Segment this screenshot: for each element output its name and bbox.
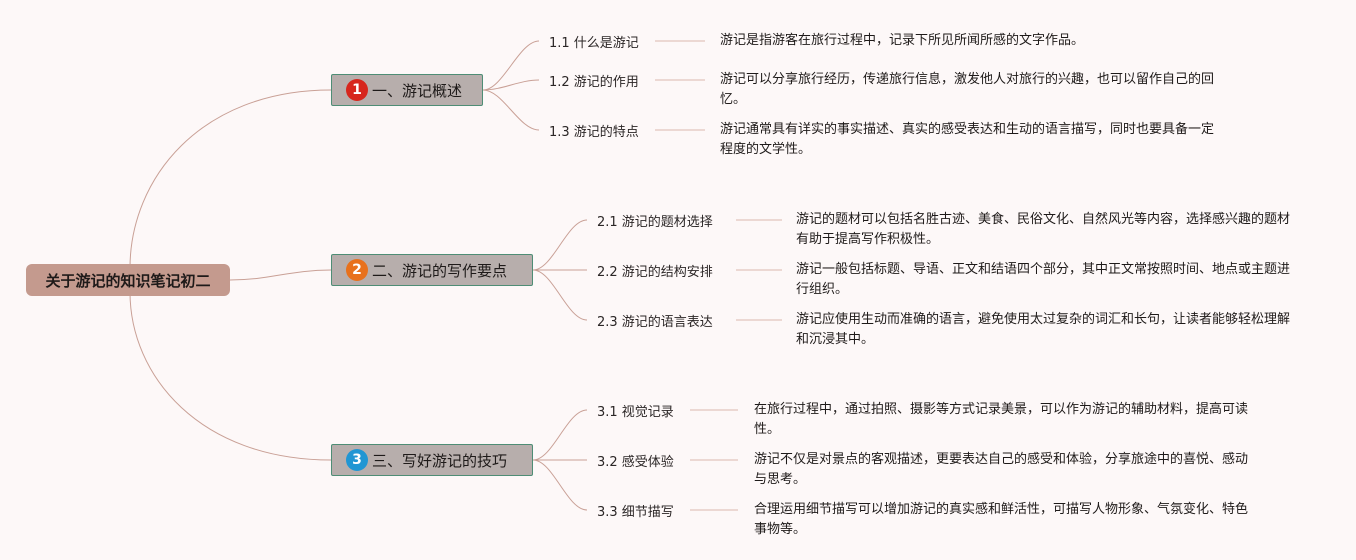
connector-leaf-3-3 [532, 459, 588, 511]
connector-root-branch-2 [229, 269, 332, 281]
leaf-node[interactable]: 3.2 感受体验 [597, 455, 674, 470]
connector-root-branch-1 [129, 89, 332, 269]
branch-label: 二、游记的写作要点 [372, 261, 508, 280]
leaf-description: 游记可以分享旅行经历，传递旅行信息，激发他人对旅行的兴趣，也可以留作自己的回忆。 [720, 72, 1215, 107]
root-label: 关于游记的知识笔记初二 [45, 271, 211, 290]
leaf-description: 游记应使用生动而准确的语言，避免使用太过复杂的词汇和长句，让读者能够轻松理解和沉… [796, 312, 1291, 347]
leaf-description: 游记的题材可以包括名胜古迹、美食、民俗文化、自然风光等内容，选择感兴趣的题材有助… [796, 212, 1291, 247]
leaf-node[interactable]: 1.2 游记的作用 [549, 75, 639, 90]
connector-leaf-2-3 [532, 269, 588, 321]
leaf-description: 游记一般包括标题、导语、正文和结语四个部分，其中正文常按照时间、地点或主题进行组… [796, 262, 1291, 297]
connector-leaf-3-1 [532, 409, 588, 461]
branch-label: 一、游记概述 [372, 81, 463, 100]
leaf-node[interactable]: 1.1 什么是游记 [549, 36, 639, 51]
leaf-node[interactable]: 3.3 细节描写 [597, 505, 674, 520]
connector-root-branch-3 [129, 291, 332, 461]
leaf-node[interactable]: 3.1 视觉记录 [597, 405, 674, 420]
connector-leaf-1-3 [482, 89, 540, 131]
leaf-node[interactable]: 1.3 游记的特点 [549, 125, 639, 140]
leaf-node[interactable]: 2.2 游记的结构安排 [597, 265, 713, 280]
root-node[interactable]: 关于游记的知识笔记初二 [26, 264, 230, 296]
branch-label: 三、写好游记的技巧 [372, 451, 508, 470]
number-badge: 2 [346, 259, 368, 281]
leaf-description: 游记不仅是对景点的客观描述，更要表达自己的感受和体验，分享旅途中的喜悦、感动与思… [754, 452, 1249, 487]
leaf-node[interactable]: 2.1 游记的题材选择 [597, 215, 713, 230]
number-badge: 3 [346, 449, 368, 471]
leaf-node[interactable]: 2.3 游记的语言表达 [597, 315, 713, 330]
leaf-description: 游记是指游客在旅行过程中，记录下所见所闻所感的文字作品。 [720, 33, 1085, 48]
number-badge: 1 [346, 79, 368, 101]
leaf-description: 合理运用细节描写可以增加游记的真实感和鲜活性，可描写人物形象、气氛变化、特色事物… [754, 502, 1249, 537]
connector-leaf-2-1 [532, 219, 588, 271]
connector-leaf-1-1 [482, 40, 540, 91]
leaf-description: 游记通常具有详实的事实描述、真实的感受表达和生动的语言描写，同时也要具备一定程度… [720, 122, 1215, 157]
connector-leaf-1-2 [482, 79, 540, 91]
leaf-description: 在旅行过程中，通过拍照、摄影等方式记录美景，可以作为游记的辅助材料，提高可读性。 [754, 402, 1249, 437]
